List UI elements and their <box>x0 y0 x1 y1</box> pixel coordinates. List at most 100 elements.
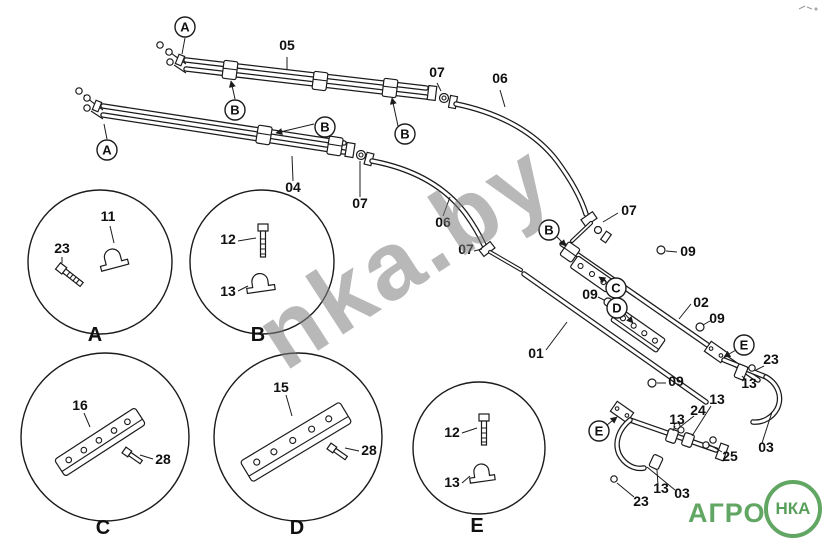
circled-letter-d: D <box>606 297 628 319</box>
label-07: 07 <box>429 64 445 80</box>
pipe-04-left-fittings <box>75 87 104 120</box>
bolt-25 <box>709 436 717 444</box>
clamp-part-11 <box>99 248 130 272</box>
pipe-clamp <box>255 124 273 146</box>
detail-b-letter: B <box>251 324 265 346</box>
label-06: 06 <box>492 70 508 86</box>
label-06: 06 <box>435 214 451 230</box>
svg-text:C: C <box>611 281 621 296</box>
circled-letter-b: B <box>314 116 336 138</box>
svg-text:A: A <box>102 143 112 158</box>
boom-pipe-01 <box>521 271 709 405</box>
detail-view-e: 12 13 E <box>412 381 546 537</box>
clamp-part-13 <box>469 463 496 484</box>
lower-pipe-03 <box>614 417 730 472</box>
label-13: 13 <box>741 375 757 391</box>
label-09: 09 <box>668 373 684 389</box>
label-07: 07 <box>352 195 368 211</box>
svg-text:D: D <box>612 301 621 316</box>
bracket-plate-d <box>610 307 666 353</box>
detail-c-part2-label: 28 <box>155 451 171 467</box>
circled-letter-a: A <box>96 139 118 161</box>
part-number-labels: 05 07 06 04 07 06 07 07 09 09 02 09 01 2… <box>279 37 779 509</box>
clamp-13 <box>665 428 679 444</box>
bracket-part-16 <box>54 408 146 476</box>
clamp-part-13 <box>246 272 276 295</box>
label-24: 24 <box>690 402 706 418</box>
label-09: 09 <box>680 243 696 259</box>
svg-text:B: B <box>544 223 553 238</box>
label-25: 25 <box>722 448 738 464</box>
circled-letter-c: C <box>605 277 627 299</box>
detail-b-part1-label: 12 <box>220 231 236 247</box>
svg-text:E: E <box>740 338 749 353</box>
label-09: 09 <box>709 310 725 326</box>
detail-d-part1-label: 15 <box>273 379 289 395</box>
bolt-part-28 <box>121 446 144 465</box>
oring-07-mid <box>355 149 367 161</box>
detail-b-part2-label: 13 <box>220 283 236 299</box>
hose-06-lower <box>363 151 523 272</box>
circled-letter-b: B <box>224 99 246 121</box>
svg-text:B: B <box>320 120 329 135</box>
label-13: 13 <box>669 411 685 427</box>
circled-letter-b: B <box>394 123 416 145</box>
label-09: 09 <box>582 286 598 302</box>
pipe-05-left-fittings <box>156 41 187 74</box>
label-13: 13 <box>653 480 669 496</box>
detail-a-letter: A <box>88 324 102 346</box>
pipe-clamp <box>221 59 239 81</box>
label-07: 07 <box>458 241 474 257</box>
detail-a-part2-label: 11 <box>101 208 116 224</box>
svg-text:A: A <box>180 20 190 35</box>
label-01: 01 <box>528 345 544 361</box>
label-04: 04 <box>285 179 301 195</box>
circled-letter-e: E <box>588 420 610 442</box>
pipe-04-end-fitting <box>344 141 356 159</box>
pipe-05-assembly <box>156 41 438 102</box>
pipe-05-end-fitting <box>426 84 438 102</box>
circled-letter-a: A <box>174 16 196 38</box>
detail-e-part1-label: 12 <box>444 424 460 440</box>
clamp-13 <box>681 432 695 448</box>
detail-view-b: 12 13 B <box>189 189 335 346</box>
bolt-09 <box>647 378 657 388</box>
bolt-part-12 <box>257 223 269 258</box>
label-03: 03 <box>674 485 690 501</box>
pipe-clamp <box>311 70 329 92</box>
detail-c-letter: C <box>96 517 110 539</box>
bolt-23 <box>610 475 618 483</box>
corner-mark <box>798 5 818 11</box>
detail-d-letter: D <box>290 517 304 539</box>
bolt-part-23 <box>54 262 85 288</box>
bolt-09 <box>695 322 705 332</box>
bolt-25 <box>702 441 710 449</box>
label-07: 07 <box>621 202 637 218</box>
detail-a-part1-label: 23 <box>54 240 70 256</box>
detail-view-c: 16 28 C <box>20 352 190 539</box>
label-05: 05 <box>279 37 295 53</box>
label-03: 03 <box>758 439 774 455</box>
circled-letter-b: B <box>538 219 560 241</box>
bracket-part-15 <box>240 402 352 482</box>
detail-e-part2-label: 13 <box>444 474 460 490</box>
detail-view-d: 15 28 D <box>213 352 383 539</box>
detail-view-a: 23 11 A <box>27 189 173 346</box>
label-02: 02 <box>693 294 709 310</box>
svg-text:B: B <box>230 103 239 118</box>
pipe-04-assembly <box>75 87 356 159</box>
label-23: 23 <box>633 493 649 509</box>
label-23: 23 <box>763 351 779 367</box>
bolt-09 <box>656 245 666 255</box>
hose-06-upper <box>447 94 613 244</box>
washer-24 <box>673 422 681 430</box>
clamp-13 <box>648 454 664 470</box>
washer-24 <box>677 426 685 434</box>
pipe-clamp <box>381 77 399 99</box>
svg-text:B: B <box>400 127 409 142</box>
pipe-clamp <box>559 241 581 263</box>
label-13: 13 <box>709 391 725 407</box>
circled-letter-e: E <box>733 334 755 356</box>
svg-text:E: E <box>595 424 604 439</box>
